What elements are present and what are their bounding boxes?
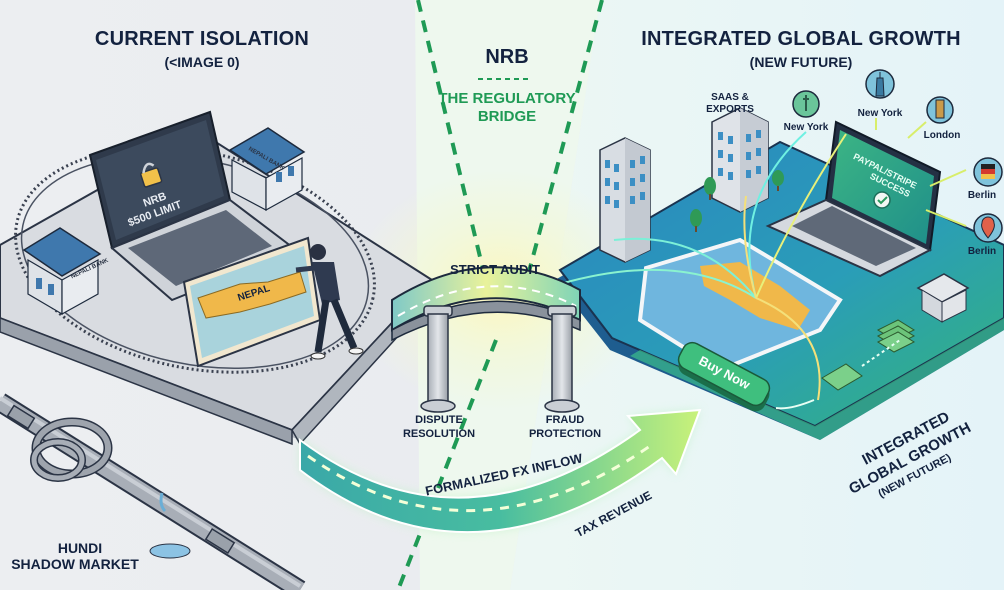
saas-label-2: EXPORTS — [706, 104, 754, 115]
office-building-1 — [599, 137, 651, 263]
regulatory-bridge-subtitle-2: BRIDGE — [477, 108, 537, 125]
hundi-label-1: HUNDI — [57, 540, 103, 556]
formalized-fx-inflow-arrow — [299, 408, 702, 534]
checkmark-icon — [873, 191, 891, 209]
nepali-bank-2 — [22, 227, 102, 316]
nepal-map-board — [182, 236, 322, 368]
pillar-1-label-1: DISPUTE — [415, 414, 463, 426]
hundi-label-2: SHADOW MARKET — [11, 556, 139, 572]
water-drip — [159, 492, 167, 513]
pillar-2-label-1: FRAUD — [545, 414, 585, 426]
right-bank — [916, 273, 970, 323]
water-puddle — [149, 543, 191, 559]
divider-left-dashed — [416, 0, 490, 291]
city-label-new-york-2: New York — [857, 108, 903, 119]
city-label-new-york-1: New York — [783, 122, 829, 133]
padlock-icon — [140, 167, 163, 188]
strict-audit-label: STRICT AUDIT — [450, 262, 540, 277]
city-label-london: London — [923, 130, 961, 141]
city-label-berlin-1: Berlin — [967, 190, 997, 201]
global-connection-lines — [559, 118, 967, 401]
saas-exports-building — [711, 107, 769, 213]
trees — [690, 170, 784, 232]
regulatory-bridge-subtitle-1: THE REGULATORY — [438, 90, 576, 107]
pillar-2-label-2: PROTECTION — [528, 428, 602, 440]
money-stack — [775, 319, 916, 410]
barbed-wire — [14, 146, 376, 374]
left-subtitle: (<IMAGE 0) — [164, 54, 240, 70]
person-pushing-map — [295, 244, 364, 360]
pillar-dispute-resolution — [420, 305, 456, 413]
right-laptop — [765, 120, 942, 278]
buy-now-button-shape — [677, 341, 771, 412]
left-laptop — [88, 110, 299, 302]
left-title: CURRENT ISOLATION — [94, 28, 310, 50]
pillar-fraud-protection — [544, 305, 580, 413]
city-icons — [792, 69, 1003, 243]
nrb-title: NRB — [485, 46, 529, 68]
right-subtitle: (NEW FUTURE) — [749, 54, 853, 70]
divider-lower-dashed — [396, 339, 498, 590]
right-title: INTEGRATED GLOBAL GROWTH — [641, 28, 961, 50]
pillar-1-label-2: RESOLUTION — [402, 428, 476, 440]
divider-right-dashed — [522, 0, 604, 291]
saas-label-1: SAAS & — [711, 92, 749, 103]
hundi-pipe — [0, 393, 306, 590]
city-label-berlin-2: Berlin — [967, 246, 997, 257]
nepali-bank-1 — [228, 127, 306, 212]
